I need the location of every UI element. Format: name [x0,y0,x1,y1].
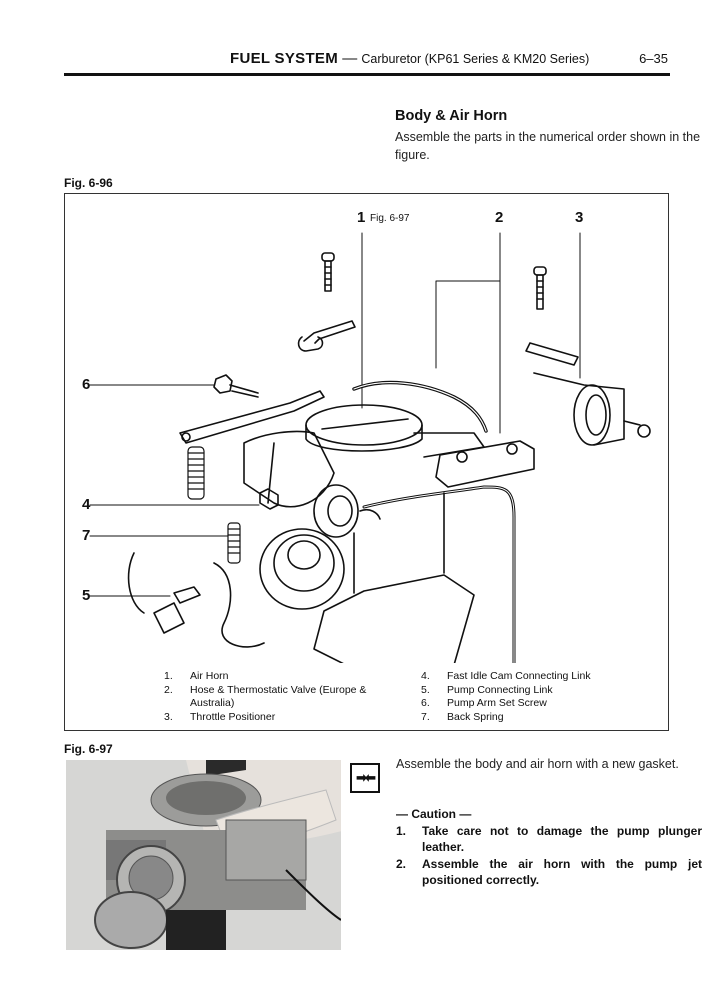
legend-item: 1.Air Horn [164,670,229,682]
positioner-housing [435,440,535,488]
callout-1: 1 [357,209,366,226]
callout-2: 2 [495,209,504,226]
callout-1-figure-ref: Fig. 6-97 [370,213,410,224]
fast-idle-link [259,442,279,510]
screw-part [533,266,547,310]
assembly-instruction: Assemble the body and air horn with a ne… [396,757,679,771]
legend-item: 2.Hose & Thermostatic Valve (Europe & [164,683,367,696]
callout-4: 4 [82,496,91,513]
screw-part [321,252,335,292]
intro-section: Body & Air Horn Assemble the parts in th… [395,108,705,164]
carburetor-photo [66,760,341,950]
callout-3: 3 [575,209,584,226]
figure-frame [64,193,669,731]
back-spring-part [227,522,241,564]
figure-legend-left: 1.Air Horn 2.Hose & Thermostatic Valve (… [164,670,366,724]
header-subtitle: Carburetor (KP61 Series & KM20 Series) [361,52,590,66]
hose-clamp-part [297,320,356,352]
caution-title: — Caution — [396,807,472,821]
callout-7: 7 [82,527,91,544]
carburetor-exploded-diagram [89,232,651,663]
leader-lines [89,232,581,597]
header-title: FUEL SYSTEM — Carburetor (KP61 Series & … [230,50,589,67]
header-dash: — [342,50,358,67]
callout-6: 6 [82,376,91,393]
callout-5: 5 [82,587,91,604]
pump-arm-set-screw [213,374,259,398]
legend-item: 5.Pump Connecting Link [421,683,553,696]
throttle-positioner-part [533,372,651,446]
caution-item: 1. Take care not to damage the pump plun… [396,823,702,855]
figure-label-main: Fig. 6-96 [64,176,113,190]
new-part-arrows-icon: ➡⬅ [350,763,380,793]
caution-block: — Caution — 1. Take care not to damage t… [396,806,702,889]
legend-item: 4.Fast Idle Cam Connecting Link [421,670,591,682]
page-number: 6–35 [639,51,668,66]
pump-arm-part [179,390,325,444]
legend-item: 6.Pump Arm Set Screw [421,697,547,709]
plate-part [525,342,579,366]
figure-label-photo: Fig. 6-97 [64,742,113,756]
header-rule [64,73,670,76]
section-name: FUEL SYSTEM [230,50,339,67]
figure-legend-right: 4.Fast Idle Cam Connecting Link 5.Pump C… [421,670,591,724]
intro-text: Assemble the parts in the numerical orde… [395,130,701,162]
legend-item: 7.Back Spring [421,710,504,723]
spring-part [187,446,205,500]
legend-item: 3.Throttle Positioner [164,710,276,723]
legend-item-continuation: Australia) [190,697,235,709]
section-heading: Body & Air Horn [395,108,508,124]
page-header: FUEL SYSTEM — Carburetor (KP61 Series & … [64,50,670,72]
carburetor-body [127,492,475,663]
pump-diaphragm [313,484,381,538]
choke-diaphragm [259,528,345,610]
vacuum-hose [362,485,516,663]
caution-item: 2. Assemble the air horn with the pump j… [396,856,702,888]
